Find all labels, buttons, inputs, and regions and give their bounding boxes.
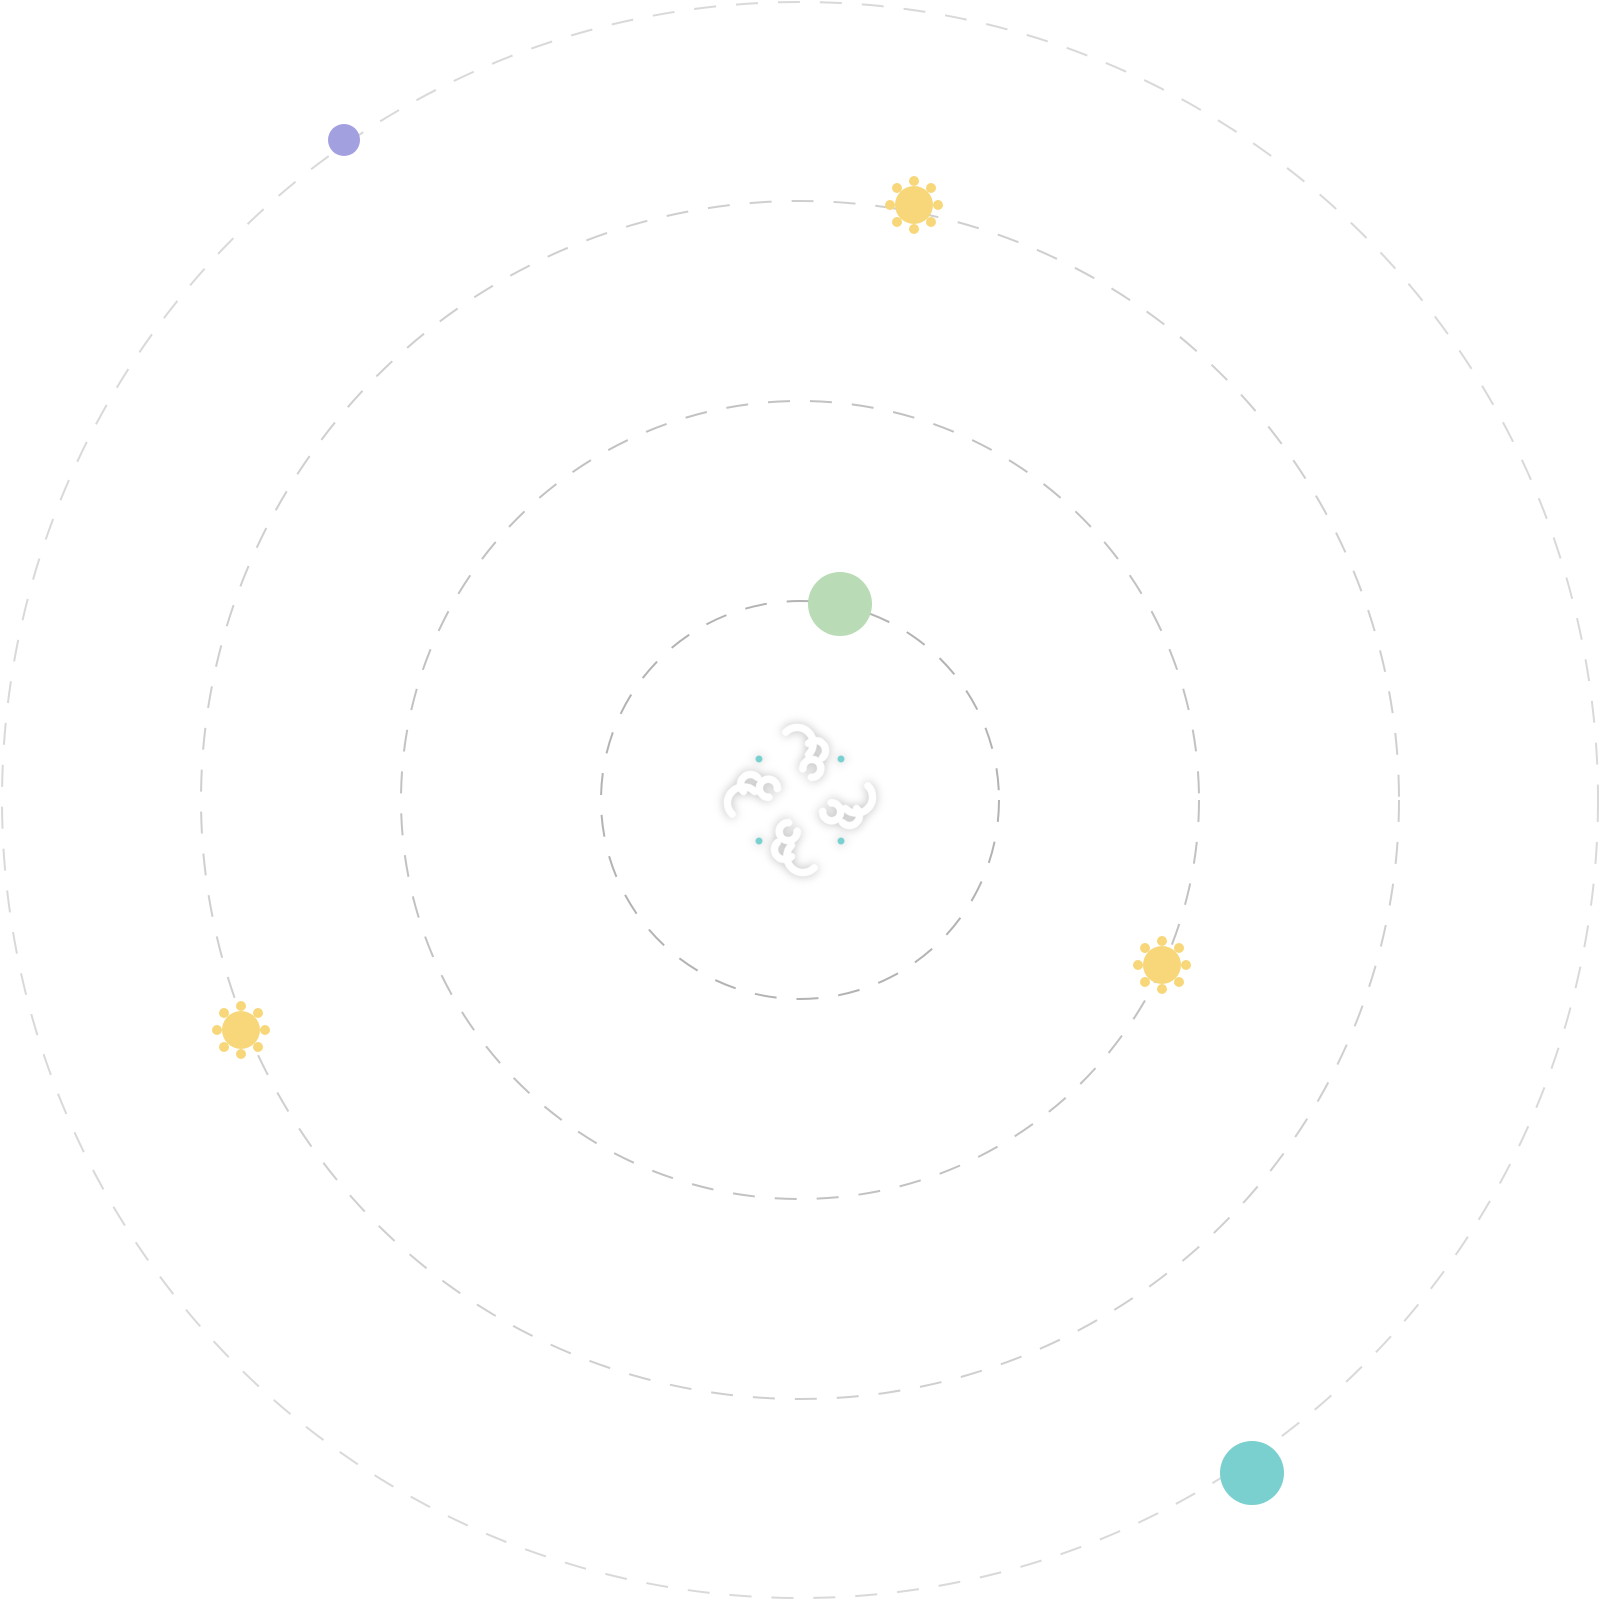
orbit-1 [600,600,1000,1000]
orbit-2 [400,400,1200,1200]
orbit-3 [200,200,1400,1400]
purple-planet[interactable] [328,124,360,156]
teal-planet[interactable] [1220,1441,1284,1505]
green-planet[interactable] [808,572,872,636]
yellow-gear-right[interactable] [1133,936,1191,994]
ornamental-knot-logo-icon [723,723,877,877]
yellow-gear-top[interactable] [885,176,943,234]
yellow-gear-left[interactable] [212,1001,270,1059]
